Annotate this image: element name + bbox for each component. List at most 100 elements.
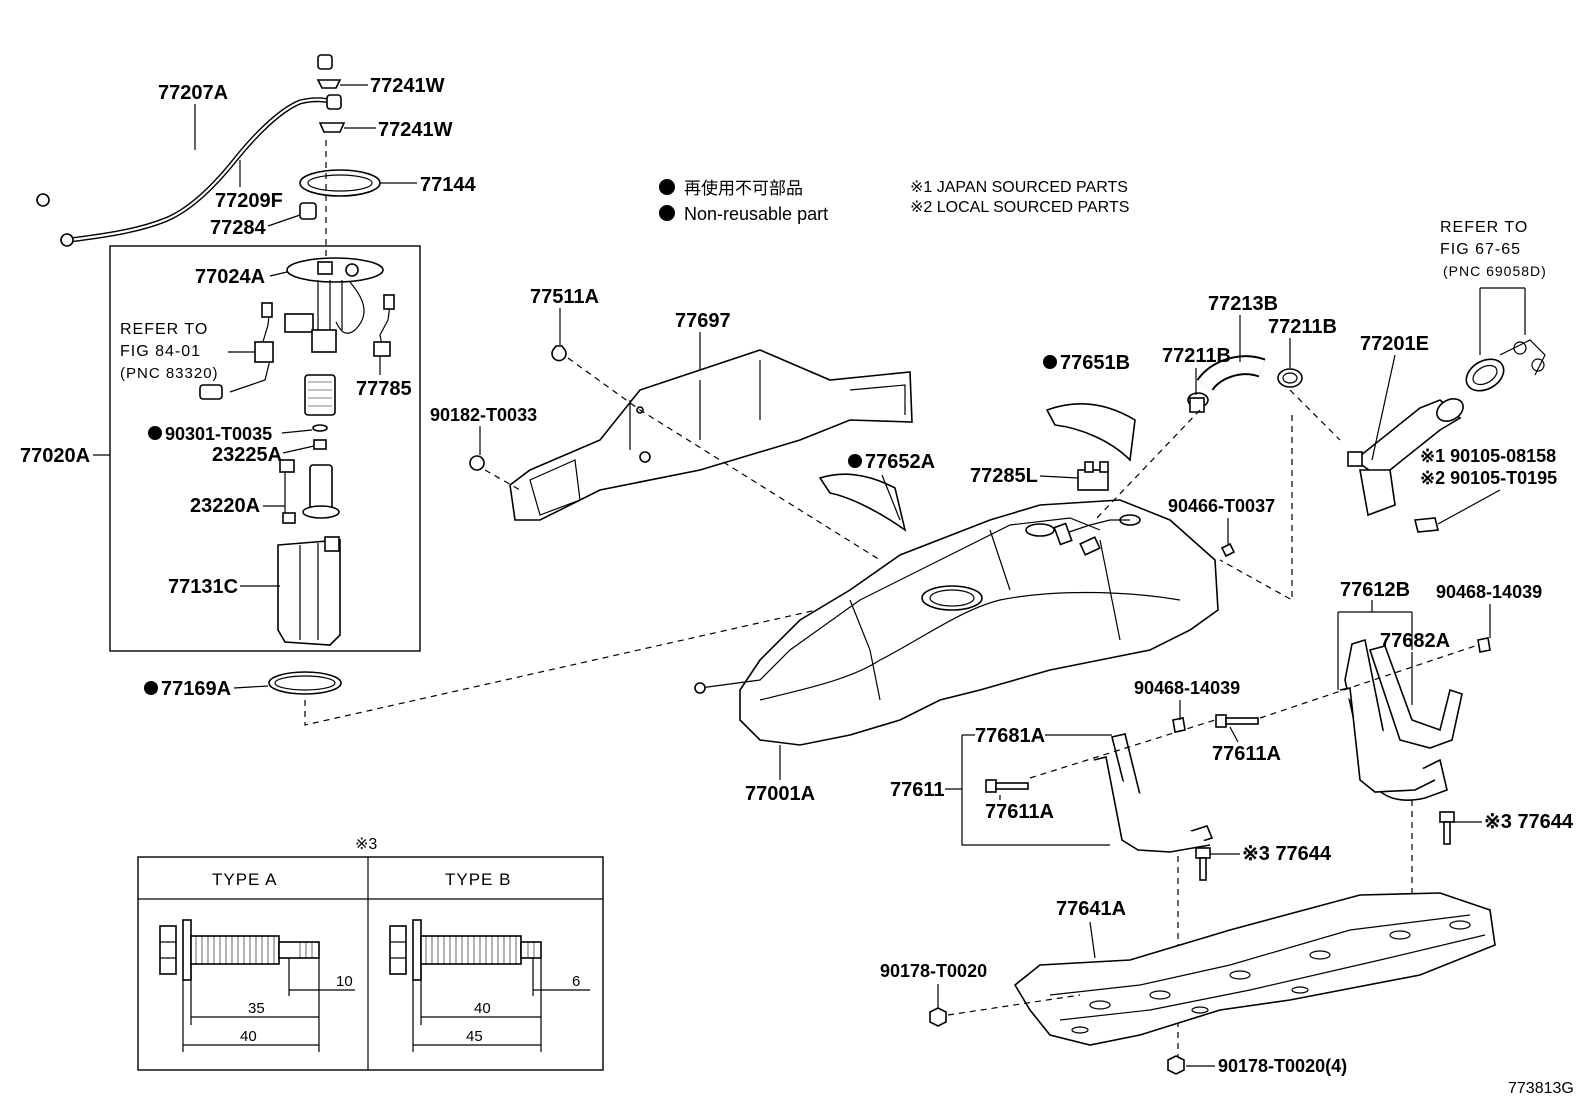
connector-77284 — [299, 202, 317, 220]
note-local-sourced: ※2 LOCAL SOURCED PARTS — [910, 199, 1129, 216]
label-77001A: 77001A — [745, 783, 815, 805]
bolt-77611A-left — [985, 779, 1029, 793]
label-90182: 90182-T0033 — [430, 405, 537, 425]
label-90468-left: 90468-14039 — [1134, 678, 1240, 698]
clip-77241W-upper — [316, 79, 342, 89]
filler-pipe-77201E — [1347, 398, 1464, 517]
protector-plate-77641A — [1013, 892, 1496, 1046]
fuel-sender-gauge — [199, 302, 274, 400]
figure-id: 773813G — [1508, 1080, 1574, 1097]
type-b-dim-length: 45 — [466, 1028, 483, 1045]
label-23220A: 23220A — [190, 495, 260, 517]
non-reusable-dot-icon — [848, 454, 862, 468]
label-90466: 90466-T0037 — [1168, 496, 1275, 516]
label-77213B: 77213B — [1208, 293, 1278, 315]
legend: 再使用不可部品 Non-reusable part ※1 JAPAN SOURC… — [659, 178, 1129, 224]
fuel-tube-77209F — [60, 94, 342, 247]
type-b-thread-hatch — [425, 936, 535, 964]
label-77641A: 77641A — [1056, 898, 1126, 920]
label-77144: 77144 — [420, 174, 476, 196]
label-77211B-right: 77211B — [1268, 316, 1337, 338]
label-77697: 77697 — [675, 310, 731, 332]
bolt-90105 — [1413, 517, 1440, 533]
fuel-pump-23220A — [279, 459, 340, 524]
label-77020A: 77020A — [20, 445, 90, 467]
type-b-dim-thread: 40 — [474, 1000, 491, 1017]
label-77644-center: ※3 77644 — [1242, 843, 1332, 865]
o-ring-90301 — [312, 424, 328, 432]
label-77611A-left: 77611A — [985, 801, 1054, 823]
fuel-pump-flange-77024A — [284, 257, 384, 353]
label-77611A-right: 77611A — [1212, 743, 1281, 765]
label-77644-right: ※3 77644 — [1484, 811, 1574, 833]
fuel-filter — [304, 374, 336, 416]
nut-90178-left — [929, 1007, 947, 1027]
fuel-cap-69058D — [1465, 339, 1546, 392]
bolt-77611A-right — [1215, 714, 1259, 728]
label-23225A: 23225A — [212, 444, 282, 466]
legend-non-reusable-en: Non-reusable part — [684, 204, 828, 224]
label-77681A: 77681A — [975, 725, 1045, 747]
type-b-header: TYPE B — [445, 870, 511, 889]
bolt-77644-right — [1439, 811, 1455, 845]
label-77169A: 77169A — [161, 678, 231, 700]
label-90178-bottom: 90178-T0020(4) — [1218, 1056, 1347, 1076]
label-90178-left: 90178-T0020 — [880, 961, 987, 981]
gasket-77169A — [268, 671, 342, 695]
type-a-bolt-icon — [159, 919, 320, 981]
refer-text-line2: FIG 84-01 — [120, 343, 201, 360]
nut-90178-bottom — [1167, 1055, 1185, 1075]
label-77241W-upper: 77241W — [370, 75, 445, 97]
clip-90468-left — [1172, 717, 1186, 733]
bracket-77285L — [1077, 461, 1109, 491]
strap-77681A — [1093, 733, 1214, 853]
refer2-text-line1: REFER TO — [1440, 219, 1528, 236]
bolt-type-table: ※3 TYPE A TYPE B — [137, 836, 604, 1071]
fuel-tank-77001A — [694, 499, 1219, 746]
label-77652A: 77652A — [865, 451, 935, 473]
type-b-dim-thread-end: 6 — [572, 973, 580, 990]
refer-text-line1: REFER TO — [120, 321, 208, 338]
label-77241W-lower: 77241W — [378, 119, 453, 141]
refer2-text-line3: (PNC 69058D) — [1443, 263, 1547, 279]
legend-non-reusable-jp: 再使用不可部品 — [684, 178, 803, 198]
grommet-90182 — [469, 455, 485, 471]
non-reusable-dot-icon — [144, 681, 158, 695]
non-reusable-dot-icon — [1043, 355, 1057, 369]
label-77511A: 77511A — [530, 286, 599, 308]
washer-23225A — [313, 439, 327, 450]
label-77651B: 77651B — [1060, 352, 1130, 374]
label-90301: 90301-T0035 — [165, 424, 272, 444]
refer2-text-line2: FIG 67-65 — [1440, 241, 1521, 258]
fuel-tube-77207A — [36, 54, 333, 207]
refer-text-line3: (PNC 83320) — [120, 365, 219, 382]
cushion-77652A — [818, 473, 907, 532]
clamp-77211B-left — [1187, 392, 1209, 413]
non-reusable-dot-icon — [659, 205, 675, 221]
label-77131C: 77131C — [168, 576, 238, 598]
type-a-dim-length: 40 — [240, 1028, 257, 1045]
label-90105-jp: ※1 90105-08158 — [1420, 446, 1556, 466]
type-a-thread-hatch — [195, 936, 313, 964]
wire-harness-77785 — [373, 294, 395, 357]
label-77612B: 77612B — [1340, 579, 1410, 601]
type-a-dim-thread-end: 10 — [336, 973, 353, 990]
label-77611: 77611 — [890, 779, 945, 801]
type-a-header: TYPE A — [212, 870, 278, 889]
protector-77697 — [509, 349, 913, 521]
type-table-note: ※3 — [355, 836, 377, 853]
label-77201E: 77201E — [1360, 333, 1429, 355]
gasket-ring-77144 — [299, 169, 381, 197]
clip-90468-right — [1477, 637, 1491, 653]
cushion-77651B — [1045, 403, 1136, 462]
non-reusable-dot-icon — [148, 426, 162, 440]
pump-bracket-77131C — [277, 536, 341, 646]
type-b-bolt-icon — [389, 919, 542, 981]
label-77207A: 77207A — [158, 82, 228, 104]
label-77785: 77785 — [356, 378, 412, 400]
pump-assembly-box — [109, 245, 421, 652]
clip-90466 — [1220, 542, 1236, 558]
label-77211B-left: 77211B — [1162, 345, 1231, 367]
strap-77682A — [1368, 645, 1463, 749]
